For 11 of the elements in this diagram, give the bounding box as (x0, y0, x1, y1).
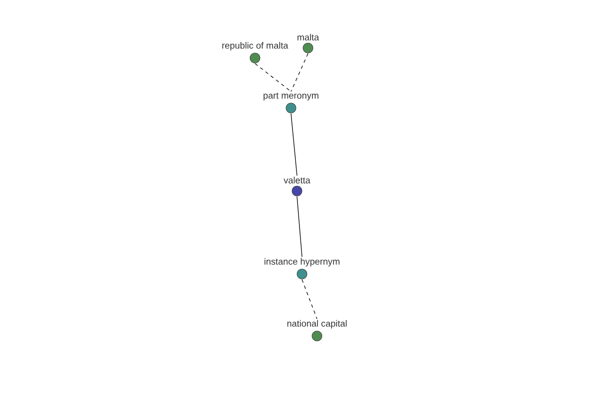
connector-line (296, 196, 302, 258)
node-label: national capital (287, 320, 347, 328)
node-label: republic of malta (222, 42, 288, 50)
connector-line (290, 53, 308, 92)
node-label: part meronym (264, 92, 318, 100)
node-label: malta (298, 34, 320, 40)
connector-line (290, 113, 298, 176)
node-label: instance hypernym (264, 258, 340, 266)
connector-line (302, 279, 318, 320)
node-label: valetta (284, 176, 310, 184)
connector-line (254, 63, 292, 92)
